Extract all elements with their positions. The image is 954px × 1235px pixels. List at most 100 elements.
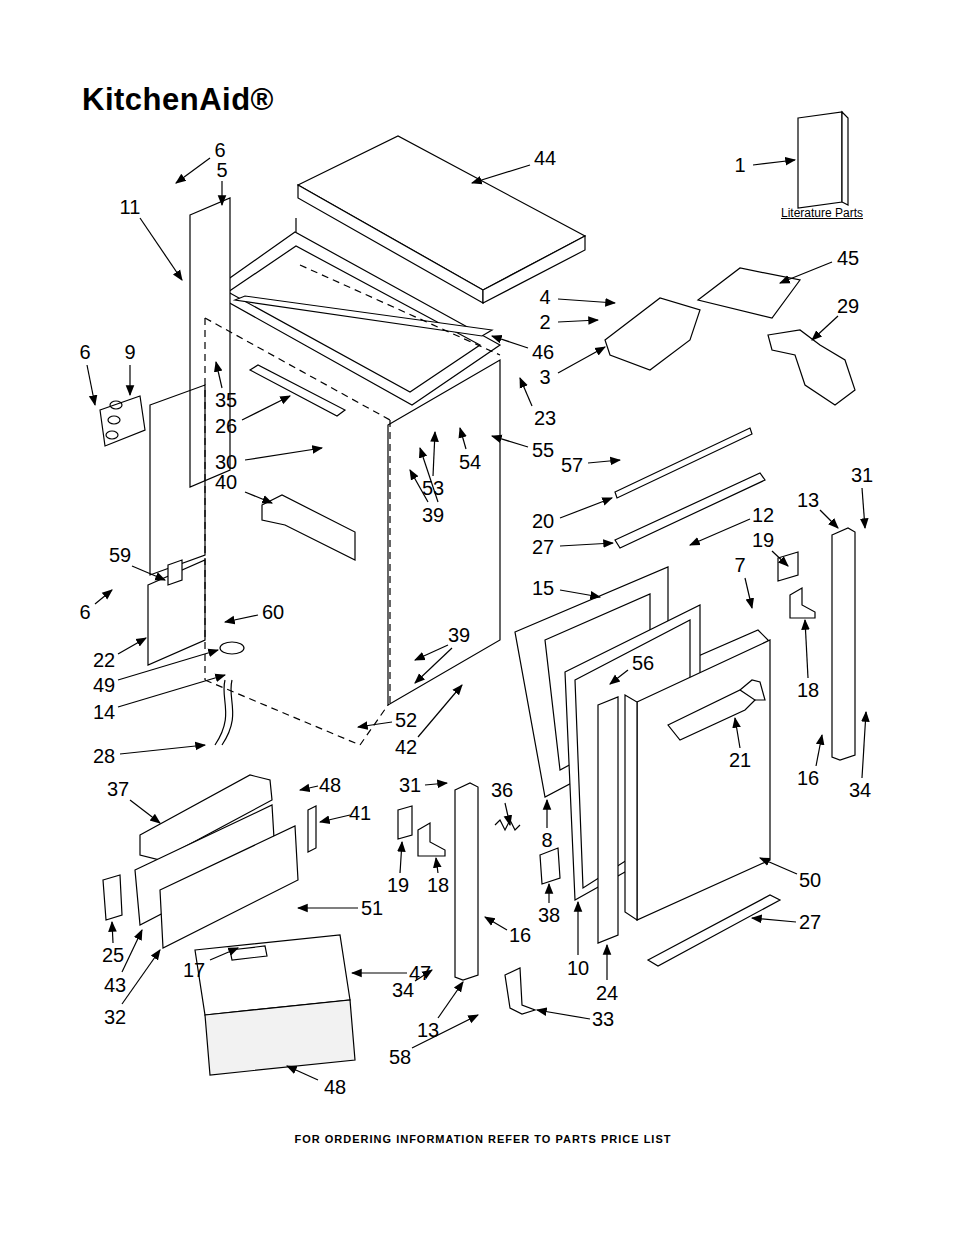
leader-arrow xyxy=(560,543,613,546)
leader-arrow xyxy=(745,578,752,608)
leader-arrow xyxy=(505,803,510,825)
callout-number: 39 xyxy=(422,505,444,525)
callout-number: 60 xyxy=(262,602,284,622)
callout-number: 6 xyxy=(79,602,90,622)
callout-number: 14 xyxy=(93,702,115,722)
leader-arrow xyxy=(610,670,628,684)
leader-arrow xyxy=(242,396,290,420)
leader-arrow xyxy=(772,551,788,566)
part-outline xyxy=(832,528,855,760)
part-detail xyxy=(108,416,120,424)
leader-arrow xyxy=(460,428,466,449)
cabinet-edge xyxy=(205,680,360,745)
callout-number: 33 xyxy=(592,1009,614,1029)
callout-number: 45 xyxy=(837,248,859,268)
leader-arrow xyxy=(129,365,130,395)
part-detail xyxy=(495,820,520,830)
part-outline xyxy=(625,695,637,920)
leader-arrow xyxy=(816,735,822,766)
callout-number: 8 xyxy=(541,830,552,850)
leader-arrow xyxy=(221,181,222,205)
leader-arrow xyxy=(300,786,318,790)
callout-number: 56 xyxy=(632,653,654,673)
part-outline xyxy=(160,826,298,948)
leader-arrow xyxy=(122,930,142,972)
leader-arrow xyxy=(352,972,407,973)
leader-arrow xyxy=(520,378,532,406)
cabinet-edge xyxy=(205,318,390,420)
part-outline xyxy=(388,360,500,705)
leader-arrow xyxy=(95,590,112,604)
leader-arrow xyxy=(112,922,113,943)
callout-number: 53 xyxy=(422,478,444,498)
leader-arrow xyxy=(287,1066,318,1080)
callout-number: 58 xyxy=(389,1047,411,1067)
part-detail xyxy=(668,690,755,740)
callout-number: 32 xyxy=(104,1007,126,1027)
callout-number: 44 xyxy=(534,148,556,168)
callout-number: 19 xyxy=(752,530,774,550)
leader-arrow xyxy=(588,460,620,463)
leader-arrow xyxy=(492,436,528,447)
leader-arrow xyxy=(862,712,866,778)
part-outline xyxy=(148,560,205,665)
callout-number: 55 xyxy=(532,440,554,460)
part-outline xyxy=(505,968,535,1014)
brand-logo: KitchenAid® xyxy=(82,82,274,118)
leader-arrow xyxy=(492,336,528,348)
callout-number: 18 xyxy=(797,680,819,700)
leader-arrow xyxy=(753,160,795,165)
part-outline xyxy=(637,640,770,920)
callout-number: 27 xyxy=(799,912,821,932)
leader-lines xyxy=(87,158,866,1080)
callout-number: 13 xyxy=(797,490,819,510)
part-outline xyxy=(100,396,145,446)
callout-number: 10 xyxy=(567,958,589,978)
callout-number: 12 xyxy=(752,505,774,525)
leader-arrow xyxy=(320,815,350,822)
callout-number: 39 xyxy=(448,625,470,645)
part-outline xyxy=(235,296,492,336)
callout-number: 54 xyxy=(459,452,481,472)
leader-arrow xyxy=(245,448,322,460)
callout-number: 34 xyxy=(392,980,414,1000)
cabinet-edge xyxy=(204,318,205,680)
callout-number: 15 xyxy=(532,578,554,598)
part-outline xyxy=(418,823,445,856)
part-outline xyxy=(798,112,842,208)
callout-number: 37 xyxy=(107,779,129,799)
leader-arrow xyxy=(606,945,607,980)
part-outline xyxy=(648,895,780,966)
part-detail xyxy=(222,680,233,745)
leader-arrow xyxy=(415,648,452,683)
leader-arrow xyxy=(805,620,808,678)
leader-arrow xyxy=(485,917,507,930)
callout-number: 5 xyxy=(216,160,227,180)
callout-number: 57 xyxy=(561,455,583,475)
callout-number: 42 xyxy=(395,737,417,757)
callout-number: 16 xyxy=(797,768,819,788)
leader-arrow xyxy=(560,498,612,518)
cabinet-outline xyxy=(205,265,500,745)
leader-arrow xyxy=(130,800,160,823)
part-outline xyxy=(398,806,412,839)
callout-number: 31 xyxy=(851,465,873,485)
callout-number: 6 xyxy=(214,140,225,160)
section-label: Literature Parts xyxy=(781,207,863,219)
leader-arrow xyxy=(862,488,865,528)
leader-arrow xyxy=(118,638,146,654)
callout-number: 6 xyxy=(79,342,90,362)
callout-number: 25 xyxy=(102,945,124,965)
leader-arrow xyxy=(735,718,740,748)
part-detail xyxy=(230,946,267,960)
part-details xyxy=(106,401,765,960)
callout-number: 30 xyxy=(215,452,237,472)
callout-number: 51 xyxy=(361,898,383,918)
part-outline xyxy=(205,1000,355,1075)
leader-arrow xyxy=(577,902,578,955)
leader-arrow xyxy=(780,262,832,283)
cabinet-edge xyxy=(389,420,390,705)
part-outline xyxy=(768,330,855,405)
